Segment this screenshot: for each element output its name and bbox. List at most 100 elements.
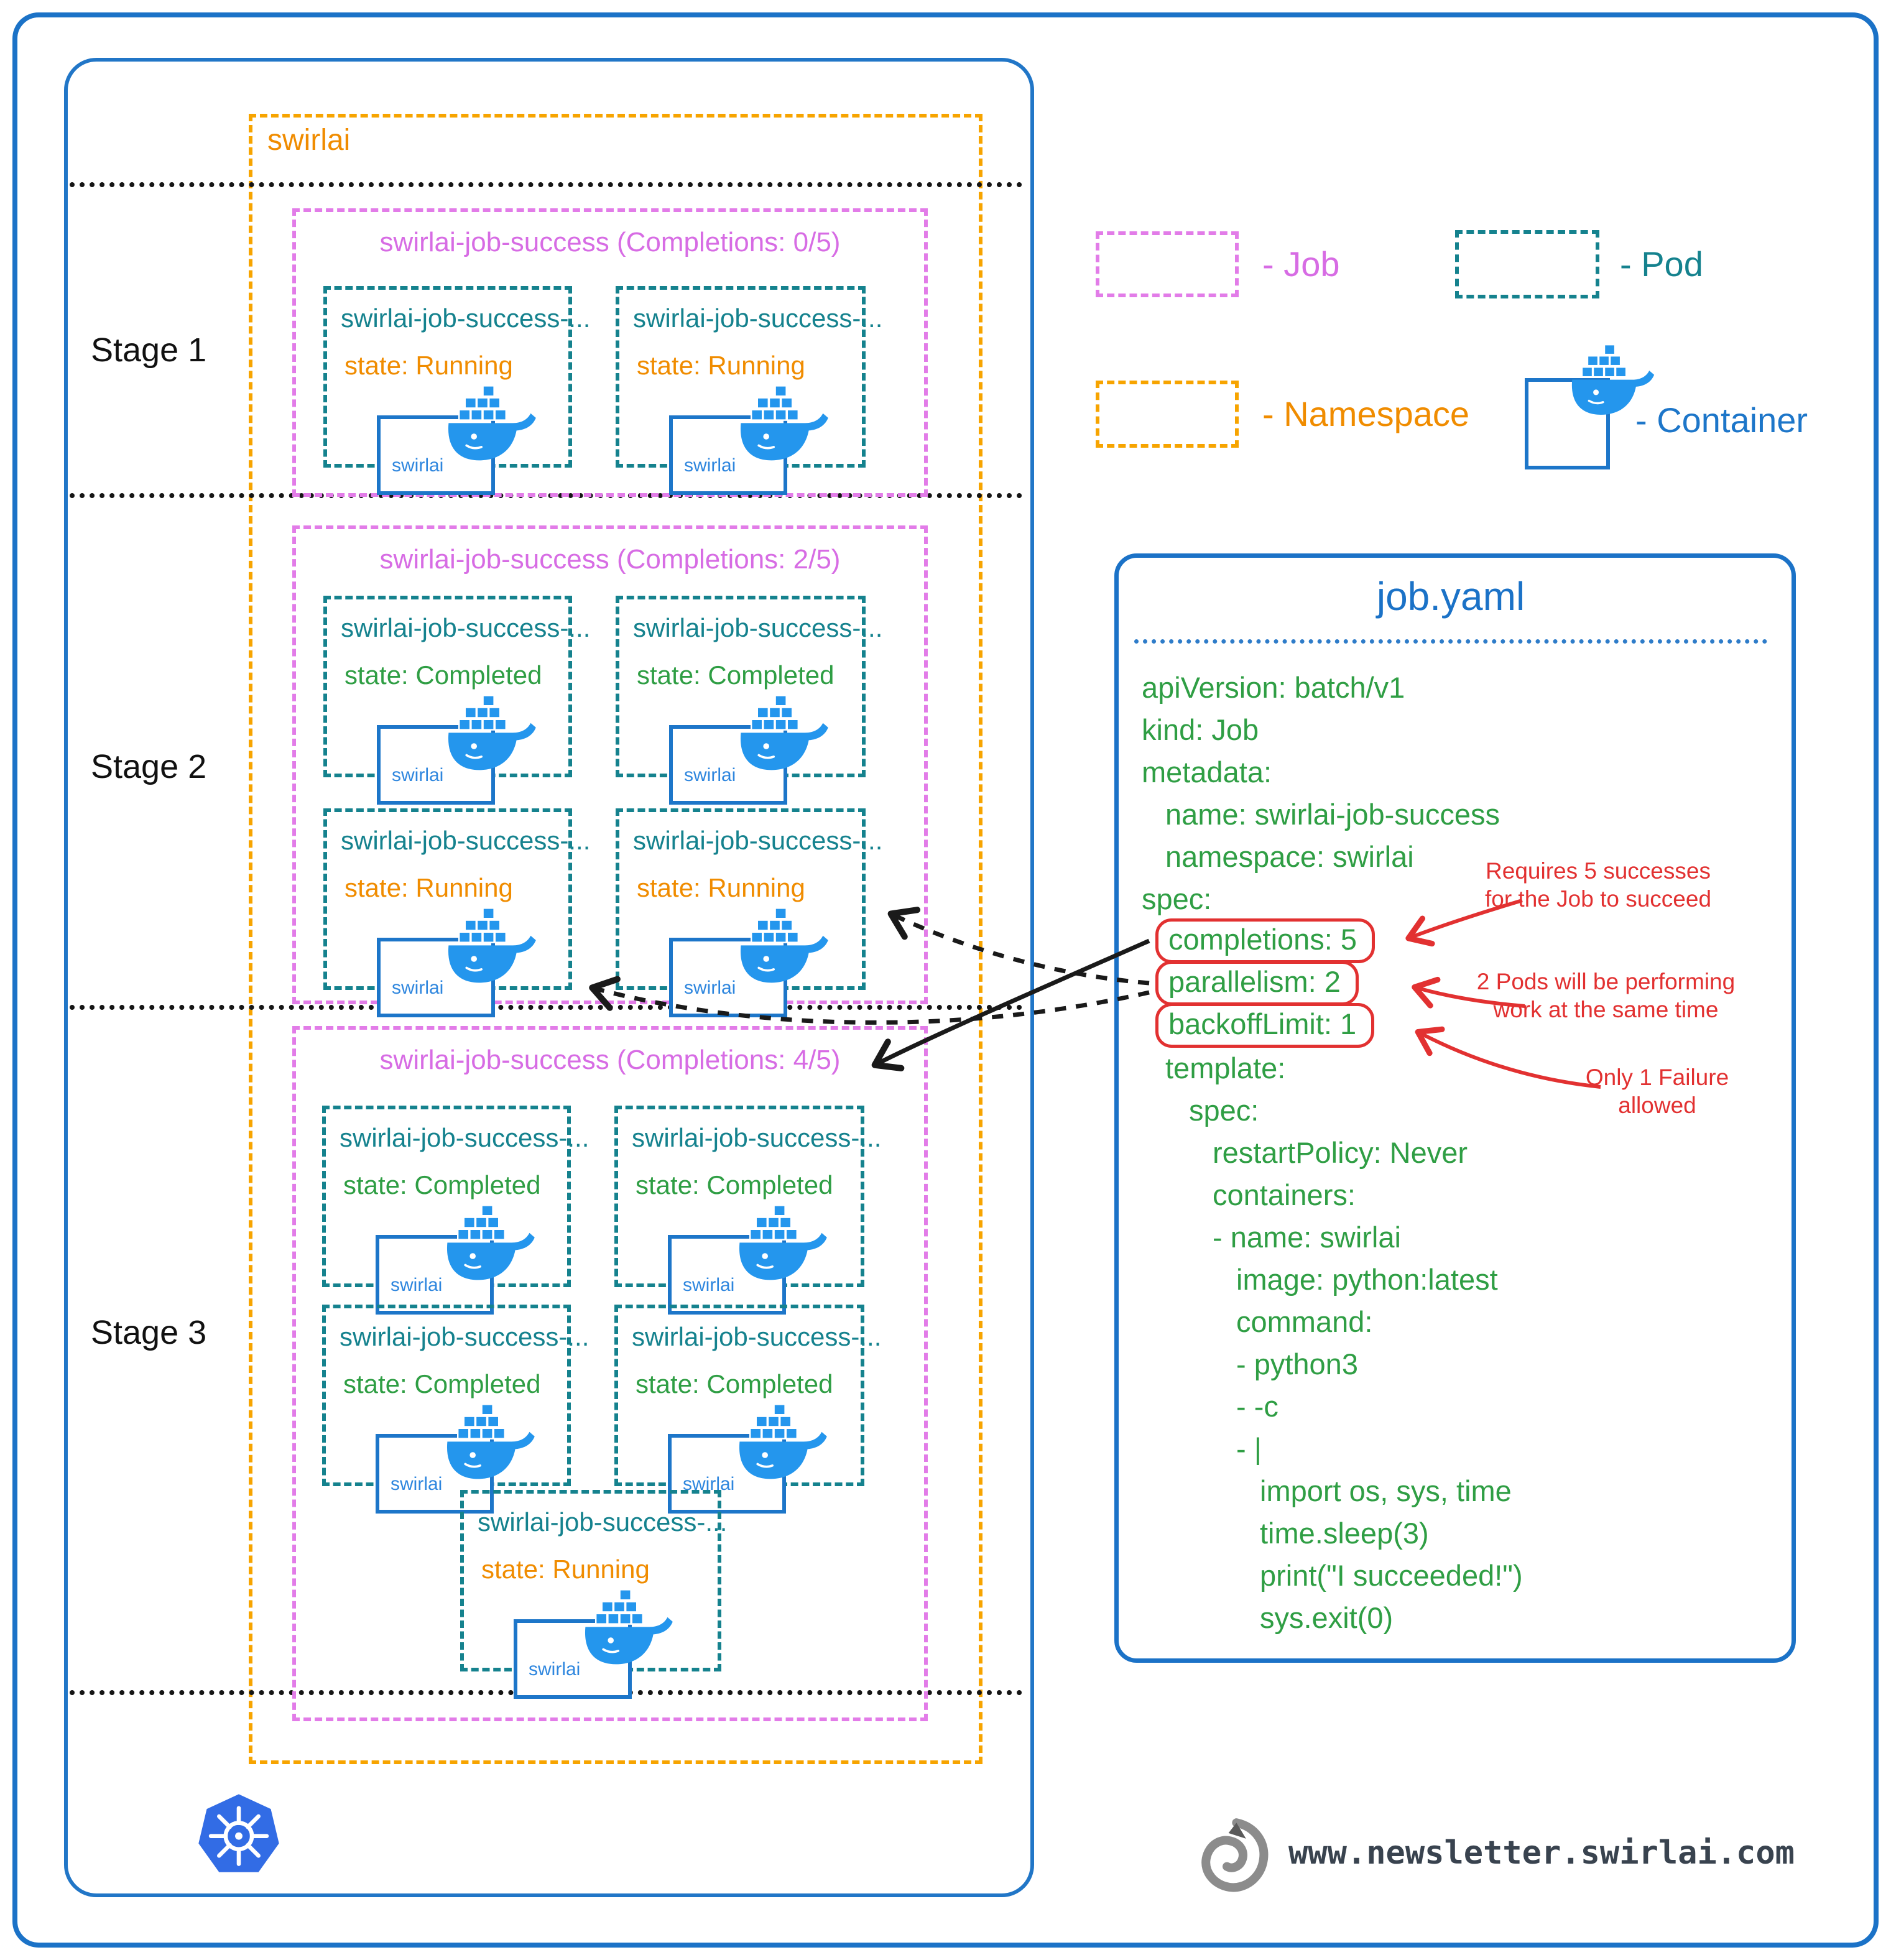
pod-name: swirlai-job-success-...: [340, 1322, 589, 1351]
annotation-line: for the Job to succeed: [1484, 886, 1712, 912]
docker-whale-icon: [448, 695, 536, 770]
container-rect: [1525, 378, 1610, 469]
docker-whale-icon: [740, 385, 828, 461]
pod-state: state: Running: [637, 873, 805, 902]
container-label: swirlai: [684, 765, 736, 785]
annotation-line: Requires 5 successes: [1486, 858, 1711, 884]
yaml-line: time.sleep(3): [1260, 1516, 1429, 1550]
yaml-line: apiVersion: batch/v1: [1142, 670, 1405, 704]
pod-box-stage3-1: swirlai-job-success-... state: Completed s…: [322, 1106, 589, 1315]
container-label: swirlai: [391, 1474, 443, 1494]
yaml-line: namespace: swirlai: [1165, 839, 1414, 873]
stage-3-label: Stage 3: [91, 1314, 207, 1351]
yaml-line: import os, sys, time: [1260, 1474, 1512, 1507]
pod-state: state: Running: [481, 1555, 650, 1584]
stage-separator-1: [70, 182, 1022, 187]
yaml-line: parallelism: 2: [1142, 961, 1523, 1005]
docker-whale-icon: [739, 1204, 827, 1280]
stage-1-label: Stage 1: [91, 331, 207, 369]
job-title-stage-1: swirlai-job-success (Completions: 0/5): [379, 227, 841, 257]
pod-box-stage3-4: swirlai-job-success-... state: Completed s…: [614, 1305, 882, 1514]
docker-whale-icon: [585, 1589, 673, 1665]
container-icon: swirlai: [377, 907, 551, 1017]
annotation-line: work at the same time: [1493, 997, 1719, 1022]
job-box-stage-1: swirlai-job-success (Completions: 0/5): [292, 208, 928, 497]
pod-name: swirlai-job-success-...: [341, 826, 591, 855]
pod-name: swirlai-job-success-...: [633, 613, 883, 642]
yaml-line: name: swirlai-job-success: [1165, 797, 1500, 831]
yaml-line: spec:: [1142, 882, 1212, 915]
yaml-line: - -c: [1236, 1389, 1278, 1423]
yaml-line: containers:: [1213, 1178, 1356, 1211]
pod-name: swirlai-job-success-...: [632, 1123, 882, 1152]
yaml-line: metadata:: [1142, 755, 1272, 788]
yaml-line: - |: [1236, 1431, 1262, 1465]
yaml-line: print("I succeeded!"): [1260, 1558, 1523, 1592]
container-icon: swirlai: [376, 1403, 550, 1514]
legend-container-swatch: [1525, 344, 1674, 469]
container-icon: swirlai: [668, 1403, 842, 1514]
container-icon: swirlai: [669, 695, 843, 805]
annotation-parallelism: 2 Pods will be performing work at the sa…: [1436, 968, 1775, 1024]
pod-name: swirlai-job-success-...: [340, 1123, 589, 1152]
namespace-label: swirlai: [267, 124, 351, 157]
legend-namespace-swatch: [1096, 381, 1239, 448]
pod-name: swirlai-job-success-...: [478, 1507, 728, 1537]
yaml-line: backoffLimit: 1: [1142, 1003, 1523, 1048]
yaml-highlighted-field: parallelism: 2: [1155, 961, 1359, 1005]
yaml-line: restartPolicy: Never: [1213, 1135, 1468, 1169]
legend-namespace-label: - Namespace: [1262, 394, 1470, 433]
container-icon: swirlai: [669, 385, 843, 495]
pod-name: swirlai-job-success-...: [633, 303, 883, 333]
annotation-line: 2 Pods will be performing: [1476, 969, 1736, 994]
annotation-completions: Requires 5 successes for the Job to succ…: [1436, 857, 1760, 913]
yaml-highlighted-field: completions: 5: [1155, 918, 1375, 963]
docker-whale-icon: [446, 1403, 535, 1479]
legend-job-label: - Job: [1262, 244, 1340, 284]
yaml-title-separator: [1134, 639, 1767, 644]
container-icon: swirlai: [514, 1589, 688, 1699]
container-label: swirlai: [529, 1659, 581, 1680]
pod-state: state: Completed: [636, 1369, 833, 1398]
annotation-backofflimit: Only 1 Failure allowed: [1555, 1063, 1760, 1119]
job-title-stage-2: swirlai-job-success (Completions: 2/5): [379, 544, 841, 575]
pod-state: state: Completed: [344, 660, 542, 690]
annotation-line: Only 1 Failure: [1585, 1065, 1729, 1090]
yaml-line: sys.exit(0): [1260, 1601, 1394, 1634]
pod-state: state: Completed: [343, 1170, 541, 1200]
yaml-line: template:: [1165, 1051, 1286, 1084]
legend-pod-swatch: [1455, 230, 1599, 298]
container-icon: swirlai: [376, 1204, 550, 1315]
pod-box-stage3-5: swirlai-job-success-... state: Running swi…: [460, 1490, 728, 1699]
container-label: swirlai: [683, 1275, 735, 1295]
docker-whale-icon: [739, 1403, 827, 1479]
job-box-stage-3: swirlai-job-success (Completions: 4/5): [292, 1026, 928, 1721]
kubernetes-logo: [198, 1794, 279, 1872]
job-title-stage-3: swirlai-job-success (Completions: 4/5): [379, 1045, 841, 1075]
pod-name: swirlai-job-success-...: [632, 1322, 882, 1351]
yaml-highlighted-field: backoffLimit: 1: [1155, 1003, 1375, 1048]
swirlai-logo: [1201, 1818, 1269, 1892]
pod-state: state: Running: [344, 351, 513, 380]
stage-separator-3: [70, 1005, 1022, 1010]
yaml-file-box: [1114, 553, 1796, 1663]
docker-whale-icon: [740, 695, 828, 770]
yaml-line: image: python:latest: [1236, 1262, 1498, 1296]
yaml-line: - python3: [1236, 1347, 1358, 1380]
docker-whale-icon: [740, 907, 828, 983]
stage-2-label: Stage 2: [91, 748, 207, 785]
annotation-line: allowed: [1618, 1093, 1696, 1118]
container-icon: swirlai: [668, 1204, 842, 1315]
container-icon: swirlai: [669, 907, 843, 1017]
pod-state: state: Completed: [636, 1170, 833, 1200]
footer-url: www.newsletter.swirlai.com: [1288, 1834, 1795, 1872]
yaml-line: - name: swirlai: [1213, 1220, 1401, 1254]
pod-state: state: Running: [637, 351, 805, 380]
legend-container-label: - Container: [1635, 400, 1808, 440]
docker-whale-icon: [446, 1204, 535, 1280]
container-icon: swirlai: [377, 385, 551, 495]
